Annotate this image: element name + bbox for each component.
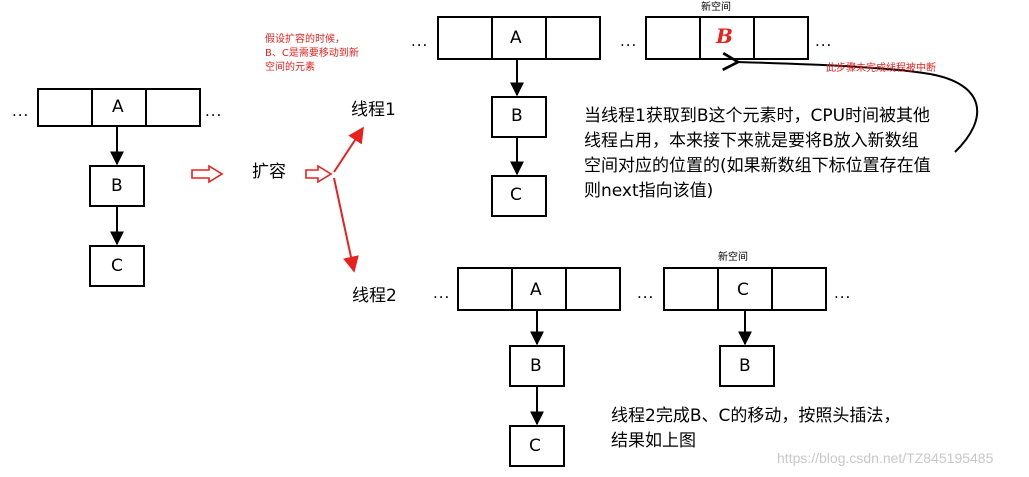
array-cell: [663, 267, 719, 311]
new-space-label: 新空间: [718, 252, 748, 263]
interrupt-note: 此步骤未完成线程被中断: [826, 63, 936, 74]
node-box-b: [491, 96, 547, 138]
array-cell: [645, 16, 701, 60]
arrow-to-thread1: [333, 126, 364, 173]
thread1-label: 线程1: [351, 100, 396, 120]
ellipsis-left: ...: [12, 102, 30, 120]
new-space-label: 新空间: [701, 2, 731, 13]
node-label-b: B: [511, 106, 523, 126]
node-label-a: A: [112, 97, 124, 117]
node-label-b: B: [739, 356, 751, 376]
thread2-new-chain: [719, 310, 775, 387]
expand-label: 扩容: [252, 162, 286, 182]
array-cell: [753, 16, 809, 60]
thread2-chain: [509, 310, 565, 467]
array-cell: [37, 88, 93, 127]
split-arrows: [333, 126, 364, 273]
node-label-b-red: B: [716, 24, 733, 48]
hollow-arrow-mid: [305, 164, 333, 184]
ellipsis-left: ...: [411, 32, 429, 50]
array-cell: [437, 16, 493, 60]
node-label-b: B: [111, 176, 123, 196]
assume-note: 假设扩容的时候， B、C是需要移动到新 空间的元素: [265, 34, 359, 73]
ellipsis-middle: ...: [637, 284, 655, 302]
expand-arrows: [191, 164, 333, 184]
node-box-b: [719, 345, 775, 387]
thread1-new-array: [645, 16, 809, 60]
node-box-c: [89, 245, 145, 287]
array-cell: [565, 267, 621, 311]
thread1-old-array: [437, 16, 601, 60]
node-label-c: C: [737, 280, 749, 300]
thread1-description: 当线程1获取到B这个元素时，CPU时间被其他 线程占用，本来接下来就是要将B放入…: [584, 106, 931, 201]
hollow-arrow-left: [191, 164, 224, 184]
array-cell: [457, 267, 513, 311]
thread2-label: 线程2: [352, 286, 397, 306]
node-label-a: A: [510, 28, 522, 48]
node-label-c: C: [529, 436, 541, 456]
array-cell: [545, 16, 601, 60]
thread2-old-array: [457, 267, 621, 311]
array-cell: [145, 88, 201, 127]
interrupt-curve-arrow: [722, 52, 979, 153]
array-cell: [771, 267, 827, 311]
node-label-a: A: [530, 280, 542, 300]
node-box-c: [491, 175, 547, 217]
ellipsis-right: ...: [815, 32, 833, 50]
thread1-chain: [491, 59, 547, 217]
node-label-c: C: [111, 256, 123, 276]
ellipsis-left: ...: [433, 284, 451, 302]
ellipsis-right: ...: [834, 284, 852, 302]
ellipsis-middle: ...: [620, 32, 638, 50]
ellipsis-right: ...: [205, 102, 223, 120]
node-label-b: B: [530, 356, 542, 376]
original-chain: [89, 126, 145, 287]
node-box-c: [509, 425, 565, 467]
thread2-description: 线程2完成B、C的移动，按照头插法， 结果如上图: [611, 406, 901, 451]
node-label-c: C: [510, 185, 522, 205]
arrow-to-thread2: [333, 177, 359, 273]
original-array: [37, 88, 201, 127]
watermark: https://blog.csdn.net/TZ845195485: [777, 450, 994, 466]
